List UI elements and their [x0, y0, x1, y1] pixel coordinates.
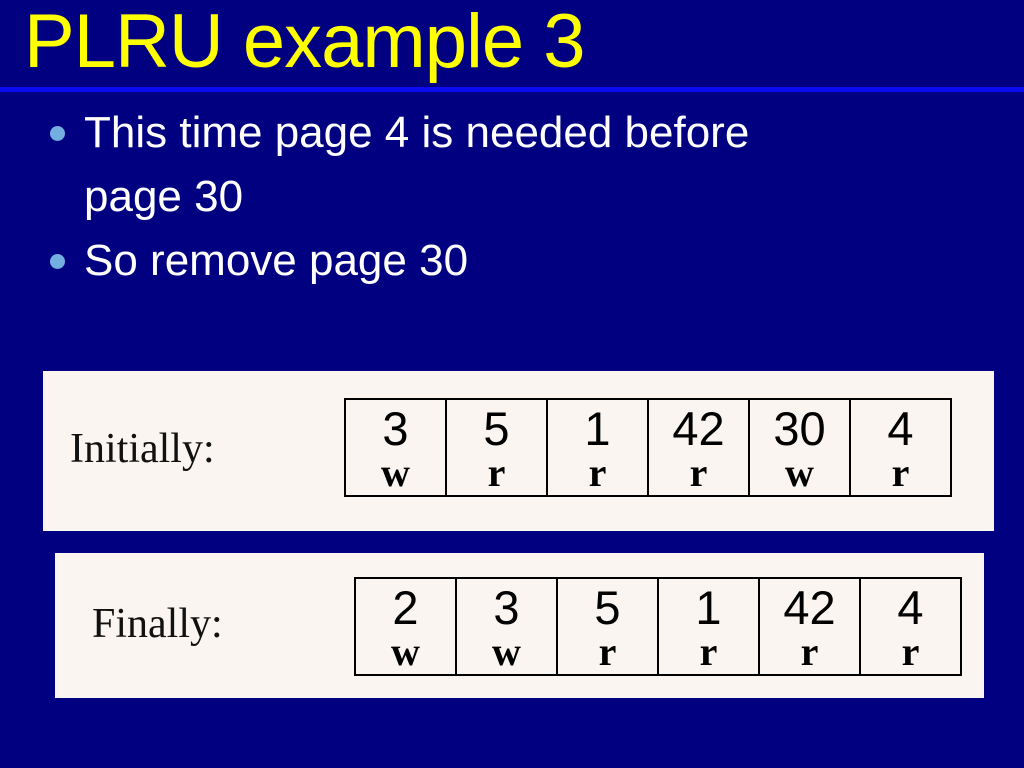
page-number: 42 — [672, 402, 725, 455]
page-number: 5 — [483, 402, 510, 455]
ref-type: r — [891, 450, 910, 495]
frame-cell: 30 w — [748, 398, 851, 497]
page-number: 4 — [887, 402, 914, 455]
frame-cell: 42 r — [647, 398, 750, 497]
ref-type: r — [487, 450, 506, 495]
table-row: 2 w 3 w 5 r 1 r 42 r — [354, 577, 962, 676]
ref-type: r — [598, 629, 617, 674]
initially-frame-table: 3 w 5 r 1 r 42 r 30 w — [344, 398, 952, 497]
ref-type: r — [689, 450, 708, 495]
ref-type: r — [588, 450, 607, 495]
ref-type: w — [391, 629, 420, 674]
page-number: 3 — [493, 581, 520, 634]
frame-cell: 1 r — [657, 577, 760, 676]
bullet-line: So remove page 30 — [84, 236, 469, 285]
bullet-item-2: So remove page 30 — [0, 229, 980, 293]
ref-type: w — [492, 629, 521, 674]
bullet-item-1: This time page 4 is needed before page 3… — [0, 101, 980, 229]
bullet-list: This time page 4 is needed before page 3… — [0, 101, 980, 293]
page-number: 2 — [392, 581, 419, 634]
initially-label: Initially: — [70, 426, 215, 473]
ref-type: w — [381, 450, 410, 495]
page-number: 4 — [897, 581, 924, 634]
ref-type: r — [901, 629, 920, 674]
page-number: 3 — [382, 402, 409, 455]
slide-title: PLRU example 3 — [24, 0, 585, 84]
frame-cell: 2 w — [354, 577, 457, 676]
bullet-icon — [50, 126, 65, 141]
ref-type: r — [699, 629, 718, 674]
bullet-line: page 30 — [84, 172, 244, 221]
page-number: 30 — [773, 402, 826, 455]
frame-cell: 5 r — [556, 577, 659, 676]
ref-type: w — [785, 450, 814, 495]
title-underline — [0, 87, 1024, 92]
frame-cell: 1 r — [546, 398, 649, 497]
finally-panel: Finally: 2 w 3 w 5 r 1 r — [55, 553, 984, 698]
initially-panel: Initially: 3 w 5 r 1 r 42 r — [43, 371, 994, 531]
frame-cell: 4 r — [849, 398, 952, 497]
bullet-line: This time page 4 is needed before — [84, 108, 750, 157]
table-row: 3 w 5 r 1 r 42 r 30 w — [344, 398, 952, 497]
frame-cell: 4 r — [859, 577, 962, 676]
frame-cell: 42 r — [758, 577, 861, 676]
bullet-icon — [50, 254, 65, 269]
ref-type: r — [800, 629, 819, 674]
frame-cell: 5 r — [445, 398, 548, 497]
frame-cell: 3 w — [344, 398, 447, 497]
frame-cell: 3 w — [455, 577, 558, 676]
page-number: 1 — [584, 402, 611, 455]
page-number: 42 — [783, 581, 836, 634]
finally-label: Finally: — [92, 600, 223, 647]
page-number: 1 — [695, 581, 722, 634]
finally-frame-table: 2 w 3 w 5 r 1 r 42 r — [354, 577, 962, 676]
page-number: 5 — [594, 581, 621, 634]
